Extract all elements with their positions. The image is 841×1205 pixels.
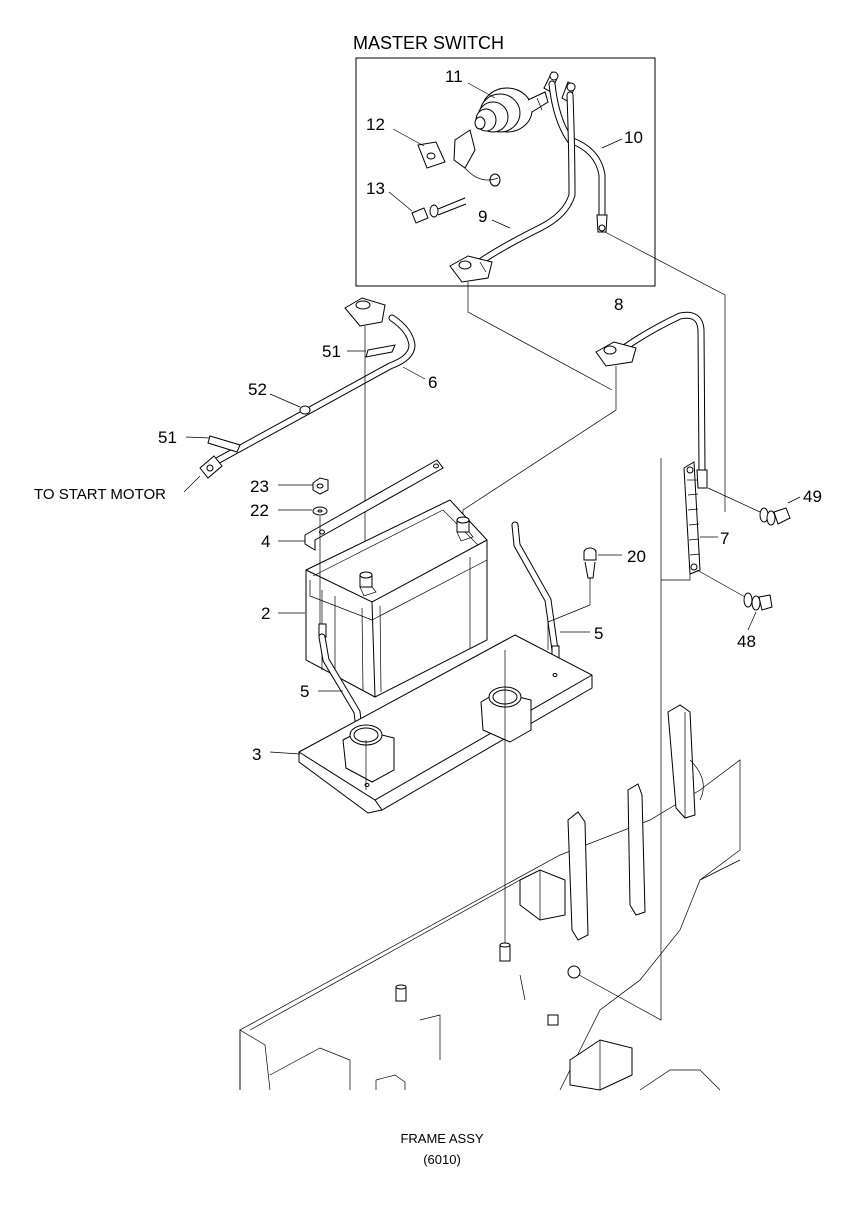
leader-3 [269, 751, 301, 755]
callout-8: 8 [614, 295, 623, 314]
to-start-motor-label: TO START MOTOR [34, 486, 166, 503]
bolt-13 [411, 197, 467, 224]
screw-20 [547, 547, 597, 650]
callout-52: 52 [248, 380, 267, 399]
leaders-cable6 [183, 350, 426, 493]
leader-48 [747, 611, 757, 631]
callout-3: 3 [252, 745, 261, 764]
leader-49 [787, 496, 801, 504]
bracket-4 [304, 459, 444, 551]
callout-13: 13 [366, 179, 385, 198]
cable-9-terminal [449, 255, 493, 283]
callout-4: 4 [261, 532, 270, 551]
callout-5-right: 5 [594, 624, 603, 643]
callout-51-upper: 51 [322, 342, 341, 361]
cable-6 [199, 297, 416, 479]
footer-part-number: (6010) [423, 1152, 461, 1167]
route-line-8-to-battery [462, 366, 617, 520]
battery-2 [305, 499, 488, 698]
tag-51-upper [365, 344, 396, 358]
callout-22: 22 [250, 501, 269, 520]
callout-51-lower: 51 [158, 428, 177, 447]
route-line-9-to-8 [467, 282, 613, 391]
callout-23: 23 [250, 477, 269, 496]
master-switch-box [355, 57, 656, 287]
callout-20: 20 [627, 547, 646, 566]
callout-12: 12 [366, 115, 385, 134]
bolt-48 [696, 569, 773, 611]
callout-48: 48 [737, 632, 756, 651]
leaders-box [388, 82, 623, 229]
switch-bracket [453, 129, 501, 187]
cable-9 [476, 91, 576, 266]
nut-23 [312, 477, 329, 495]
cover-plate-12 [417, 141, 446, 169]
callout-10: 10 [624, 128, 643, 147]
bolt-49 [707, 487, 791, 526]
callout-5-left: 5 [300, 682, 309, 701]
washer-22 [312, 506, 328, 516]
ground-route-line [569, 458, 691, 1021]
callout-11: 11 [445, 67, 463, 86]
cable-8 [595, 311, 708, 489]
callout-2: 2 [261, 604, 270, 623]
callout-7: 7 [720, 529, 729, 548]
tag-51-lower [207, 435, 241, 453]
route-line-10-to-7 [604, 231, 726, 512]
frame-assy [239, 704, 741, 1091]
ground-strap-7 [683, 461, 701, 575]
callout-labels: 11 12 10 13 9 8 51 6 52 51 23 22 4 49 7 … [158, 67, 822, 764]
master-switch-title: MASTER SWITCH [353, 33, 504, 53]
callout-9: 9 [478, 207, 487, 226]
callout-49: 49 [803, 487, 822, 506]
footer-frame-assy: FRAME ASSY [400, 1131, 483, 1146]
callout-6: 6 [428, 373, 437, 392]
master-switch-body [474, 87, 549, 133]
